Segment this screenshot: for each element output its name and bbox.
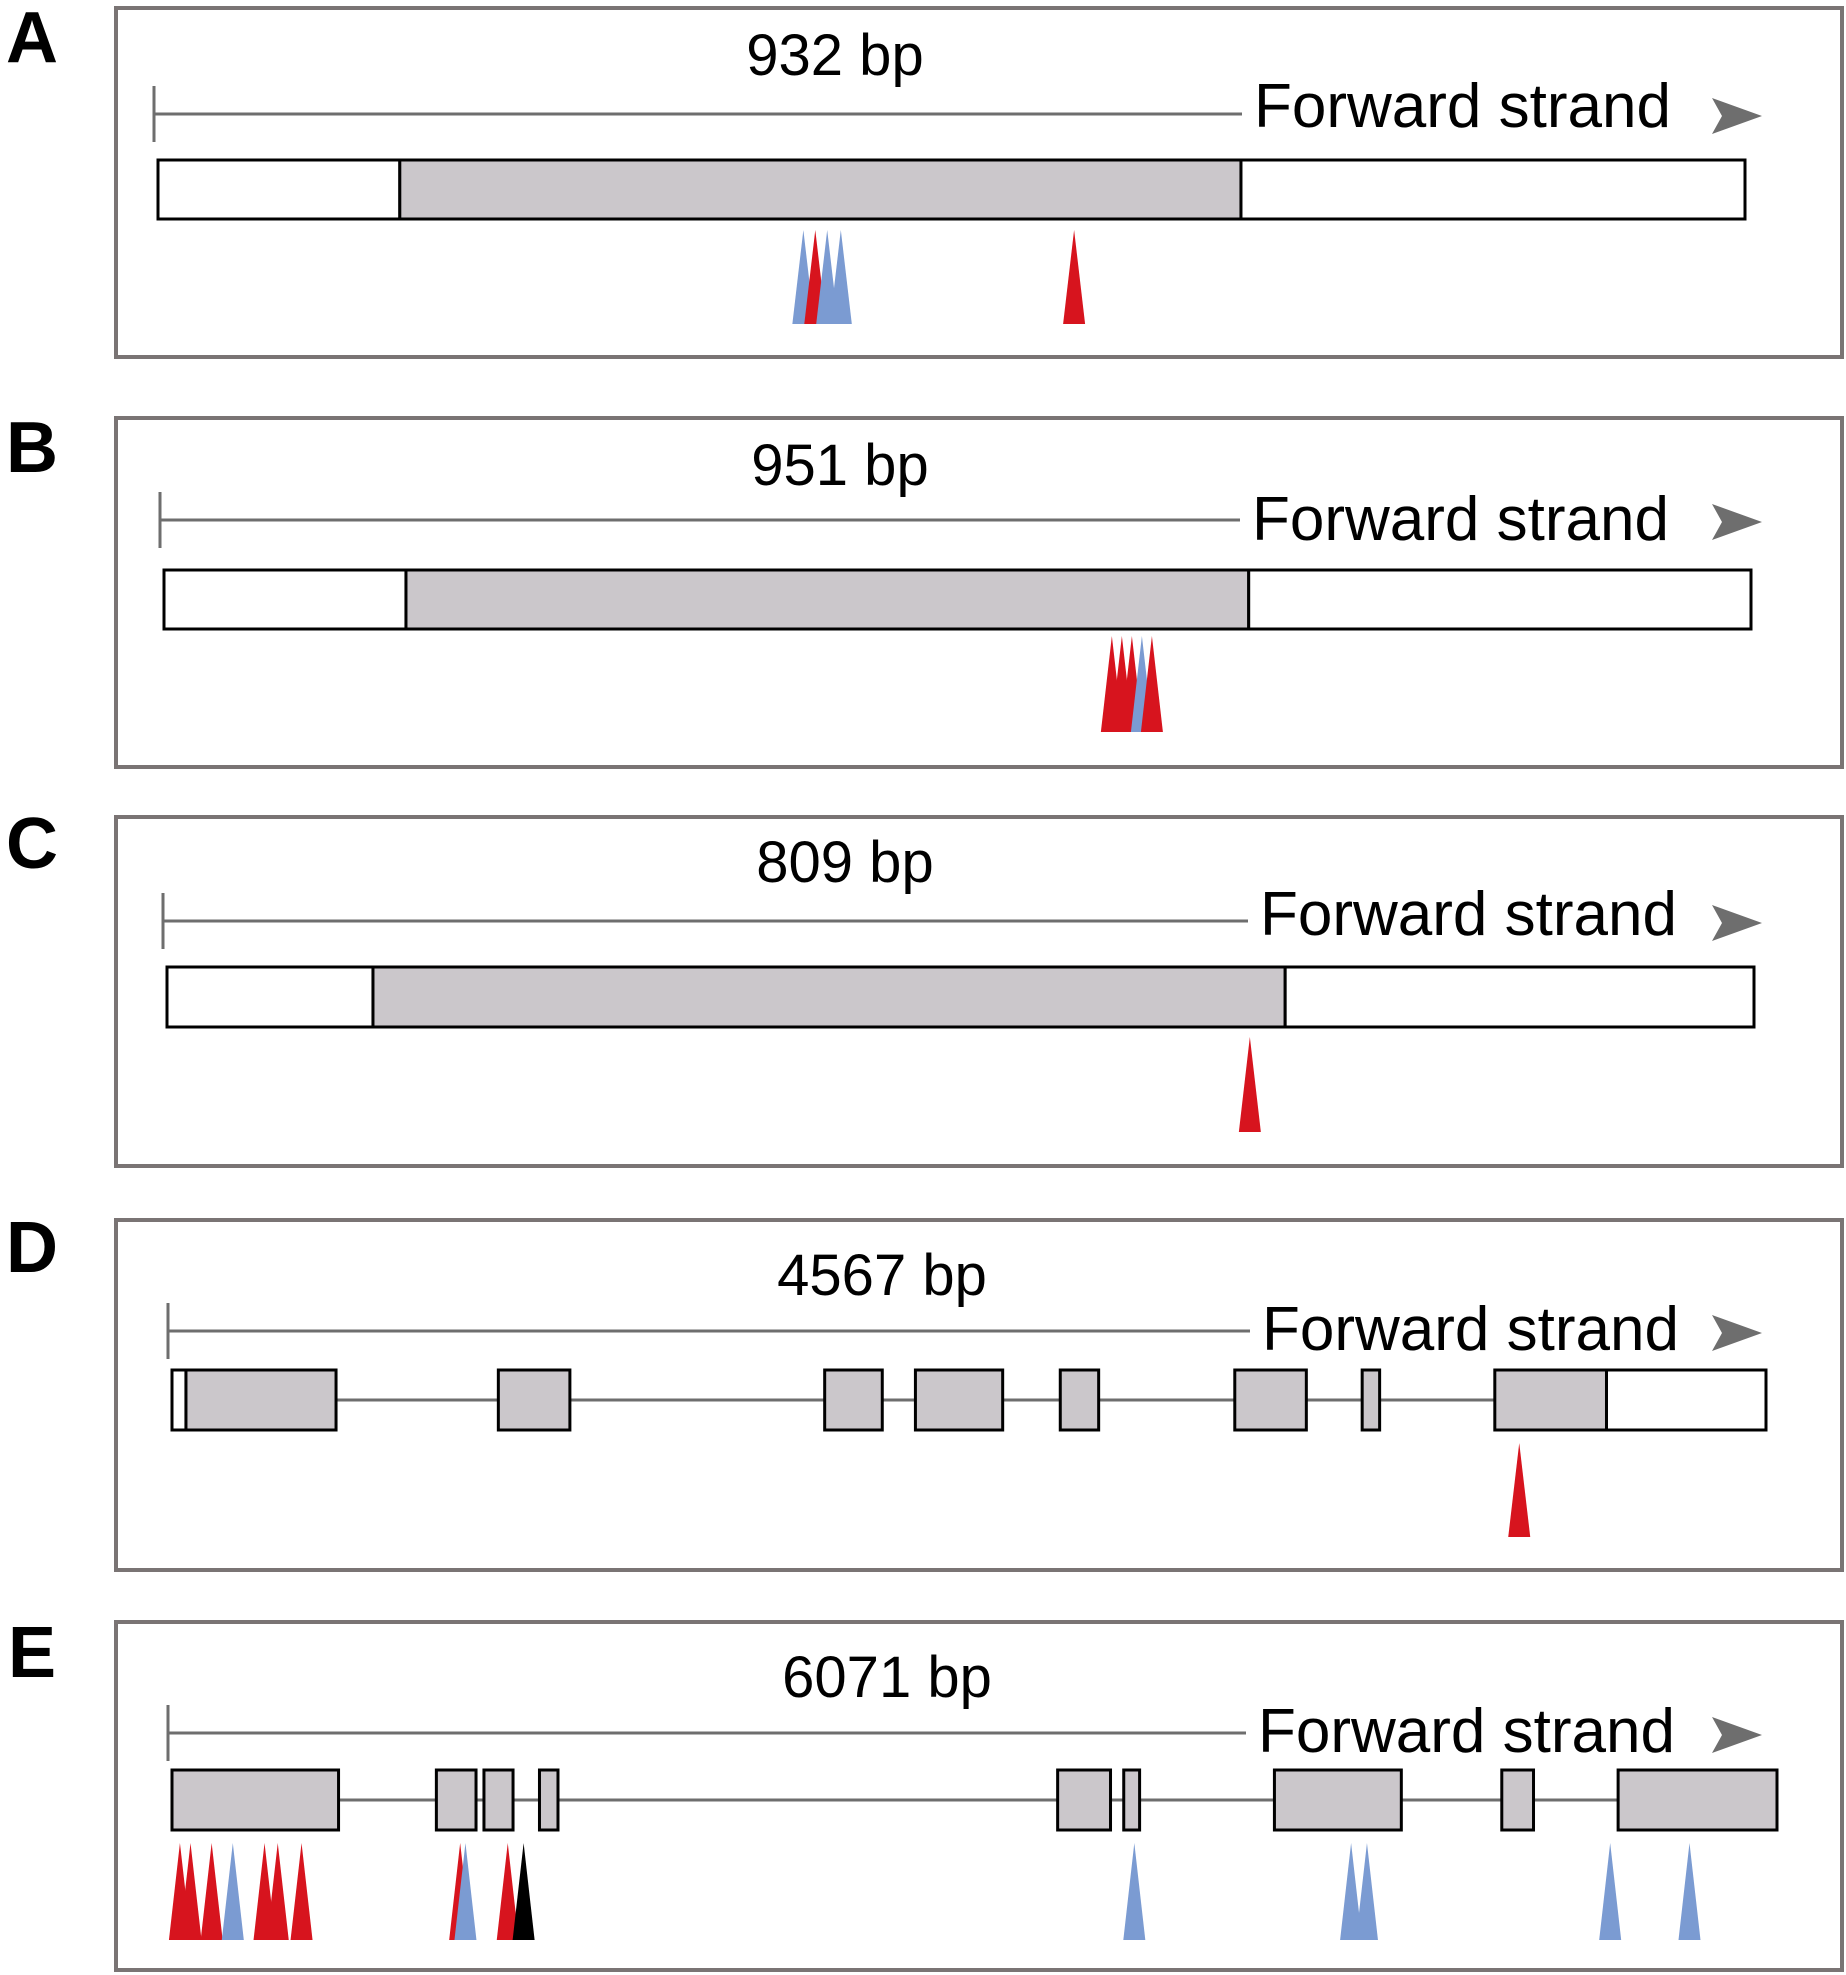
coding-exon xyxy=(496,1368,572,1432)
coding-exon xyxy=(1122,1768,1142,1832)
variant-marker-blue xyxy=(221,1843,244,1940)
coding-exon xyxy=(823,1368,884,1432)
utr-segment xyxy=(170,1368,188,1432)
variant-marker-blue xyxy=(1340,1843,1363,1940)
coding-exon xyxy=(482,1768,515,1832)
utr-segment xyxy=(165,965,375,1029)
strand-arrow-icon xyxy=(1712,1717,1762,1753)
strand-arrow-icon xyxy=(1712,98,1762,134)
variant-marker-red xyxy=(266,1843,289,1940)
coding-exon xyxy=(1500,1768,1536,1832)
coding-exon xyxy=(434,1768,478,1832)
variant-marker-blue xyxy=(1678,1843,1701,1940)
utr-segment xyxy=(1247,568,1753,631)
coding-exon xyxy=(1233,1368,1308,1432)
variant-marker-blue xyxy=(829,230,852,324)
coding-exon xyxy=(1272,1768,1403,1832)
coding-exon xyxy=(184,1368,338,1432)
coding-exon xyxy=(1616,1768,1779,1832)
strand-label: Forward strand xyxy=(1262,1295,1679,1364)
coding-exon xyxy=(1058,1368,1101,1432)
panel-border xyxy=(114,416,1844,769)
variant-marker-blue xyxy=(1355,1843,1378,1940)
panel-border xyxy=(114,815,1844,1168)
utr-segment xyxy=(1604,1368,1768,1432)
panel-b: B 951 bp Forward strand xyxy=(6,408,1844,769)
panel-label: E xyxy=(8,1613,56,1693)
length-label: 951 bp xyxy=(751,433,928,498)
coding-exon xyxy=(404,568,1251,631)
coding-exon xyxy=(1360,1368,1382,1432)
strand-label: Forward strand xyxy=(1260,880,1677,949)
panel-border xyxy=(114,6,1844,359)
strand-arrow-icon xyxy=(1712,504,1762,540)
coding-exon xyxy=(537,1768,560,1832)
coding-exon xyxy=(1493,1368,1608,1432)
coding-exon xyxy=(170,1768,341,1832)
variant-marker-blue xyxy=(1599,1843,1622,1940)
coding-exon xyxy=(371,965,1287,1029)
utr-segment xyxy=(1283,965,1756,1029)
variant-marker-blue xyxy=(1123,1843,1146,1940)
variant-marker-red xyxy=(179,1843,202,1940)
strand-arrow-icon xyxy=(1712,905,1762,941)
variant-marker-red xyxy=(1238,1037,1261,1132)
variant-marker-red xyxy=(200,1843,223,1940)
coding-exon xyxy=(1056,1768,1113,1832)
coding-exon xyxy=(398,158,1243,221)
panel-a: A 932 bp Forward strand xyxy=(6,0,1844,359)
variant-marker-blue xyxy=(454,1843,477,1940)
panel-d: D 4567 bp Forward strand xyxy=(6,1208,1844,1572)
strand-label: Forward strand xyxy=(1252,485,1669,554)
panel-label: D xyxy=(6,1208,58,1288)
variant-marker-red xyxy=(1063,230,1086,324)
strand-arrow-icon xyxy=(1712,1315,1762,1351)
coding-exon xyxy=(913,1368,1005,1432)
strand-label: Forward strand xyxy=(1254,72,1671,141)
variant-marker-red xyxy=(1140,636,1163,732)
panel-label: C xyxy=(6,804,58,884)
variant-marker-red xyxy=(496,1843,519,1940)
variant-marker-black xyxy=(512,1843,535,1940)
strand-label: Forward strand xyxy=(1258,1697,1675,1766)
panel-border xyxy=(114,1218,1844,1572)
panel-label: A xyxy=(6,0,58,78)
length-label: 6071 bp xyxy=(782,1645,992,1710)
panel-border xyxy=(114,1620,1844,1972)
utr-segment xyxy=(162,568,408,631)
panel-c: C 809 bp Forward strand xyxy=(6,804,1844,1168)
length-label: 809 bp xyxy=(756,830,933,895)
utr-segment xyxy=(1239,158,1747,221)
length-label: 4567 bp xyxy=(777,1243,987,1308)
length-label: 932 bp xyxy=(746,23,923,88)
variant-marker-red xyxy=(290,1843,313,1940)
panel-e: E 6071 bp Forward strand xyxy=(8,1613,1844,1972)
variant-marker-red xyxy=(1508,1443,1531,1537)
panel-label: B xyxy=(6,408,58,488)
utr-segment xyxy=(156,158,402,221)
